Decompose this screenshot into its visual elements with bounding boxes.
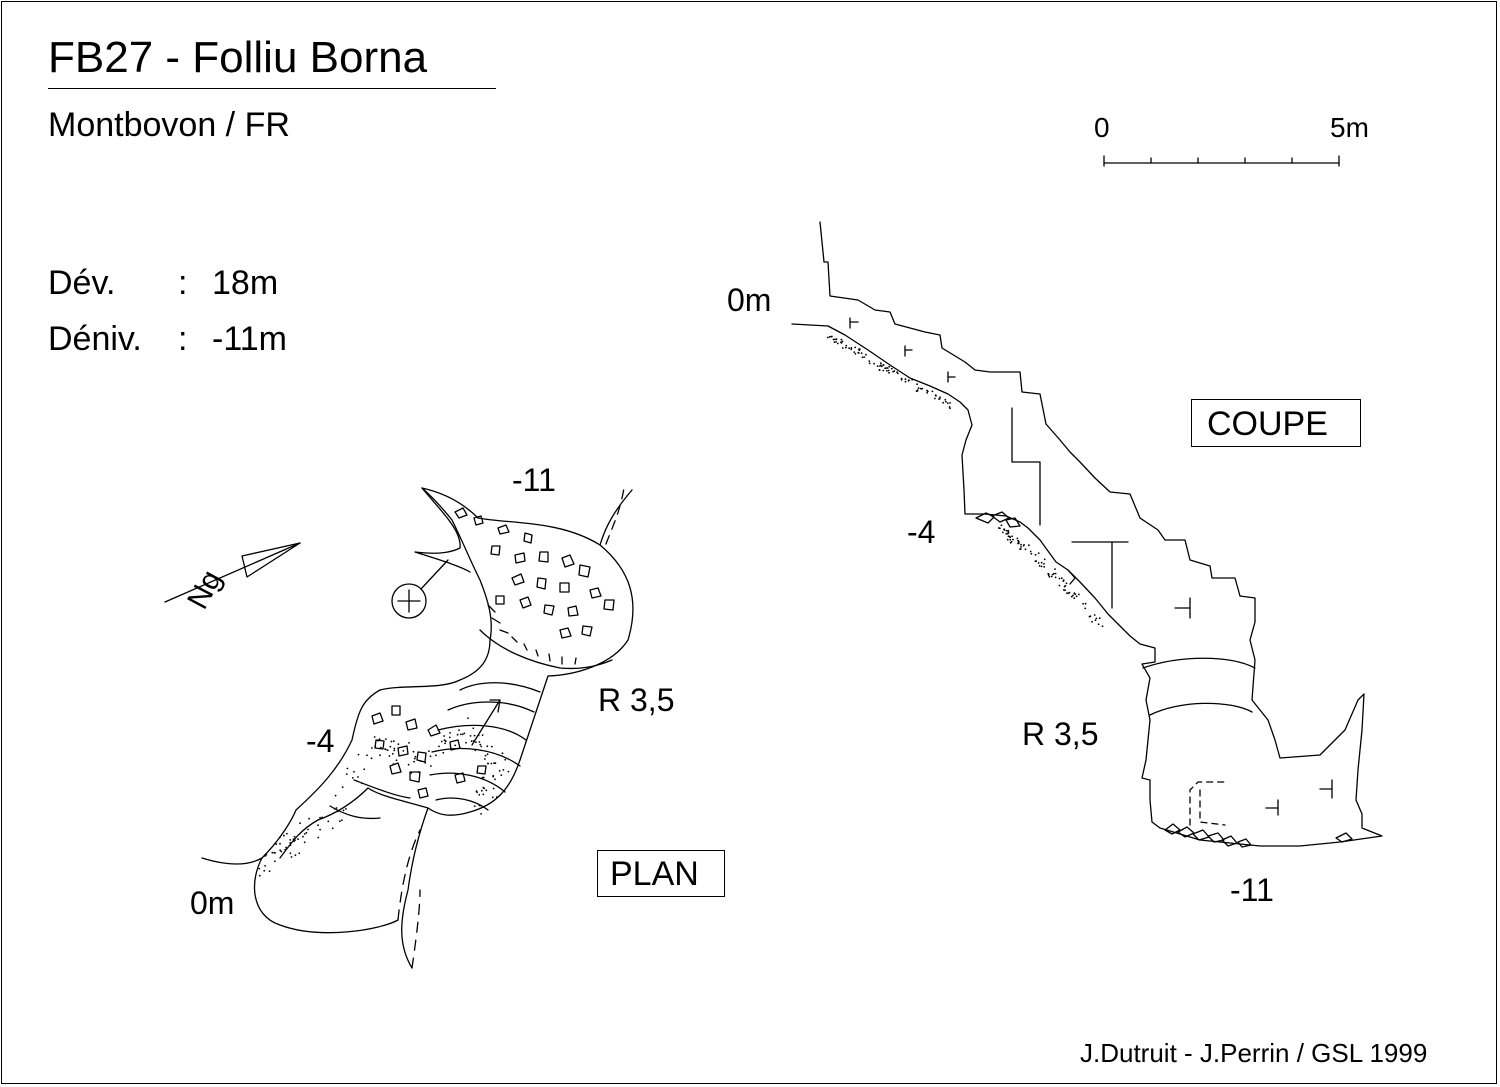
plan-pit-hatching: [487, 604, 577, 665]
plan-entrance-label: 0m: [190, 885, 235, 921]
development-separator: :: [178, 264, 188, 302]
denivelation-separator: :: [178, 320, 188, 358]
plan-pitch-label: R 3,5: [598, 682, 675, 718]
plan-depth-mid: -4: [306, 723, 335, 759]
plan-label: PLAN: [610, 855, 699, 893]
scale-bar: [1103, 155, 1340, 167]
coupe-pitch-label: R 3,5: [1022, 716, 1099, 752]
denivelation-value: -11m: [212, 320, 287, 358]
plan-scree-blocks: [371, 507, 615, 799]
coupe-entrance-label: 0m: [727, 282, 772, 318]
coupe-label: COUPE: [1207, 405, 1328, 443]
coupe-scree-blocks: [975, 511, 1353, 848]
coupe-label-box: [1191, 399, 1361, 447]
plan-outline: [201, 487, 634, 969]
denivelation-label: Déniv.: [48, 320, 142, 358]
north-arrow-icon: [164, 542, 301, 603]
title-underline: [48, 88, 496, 89]
coupe-depth-bottom: -11: [1230, 872, 1274, 908]
survey-title: FB27 - Folliu Borna: [48, 33, 428, 82]
scale-end-label: 5m: [1330, 112, 1369, 143]
survey-location: Montbovon / FR: [48, 106, 290, 144]
coupe-depth-mid: -4: [907, 514, 936, 550]
plan-depth-bottom: -11: [512, 462, 556, 498]
development-label: Dév.: [48, 264, 116, 302]
plan-label-box: [597, 850, 725, 897]
survey-credits: J.Dutruit - J.Perrin / GSL 1999: [1080, 1038, 1428, 1068]
gravel-stipple: [258, 335, 1104, 877]
coupe-outline: [791, 221, 1383, 847]
scale-start-label: 0: [1094, 112, 1110, 143]
development-value: 18m: [212, 264, 279, 302]
